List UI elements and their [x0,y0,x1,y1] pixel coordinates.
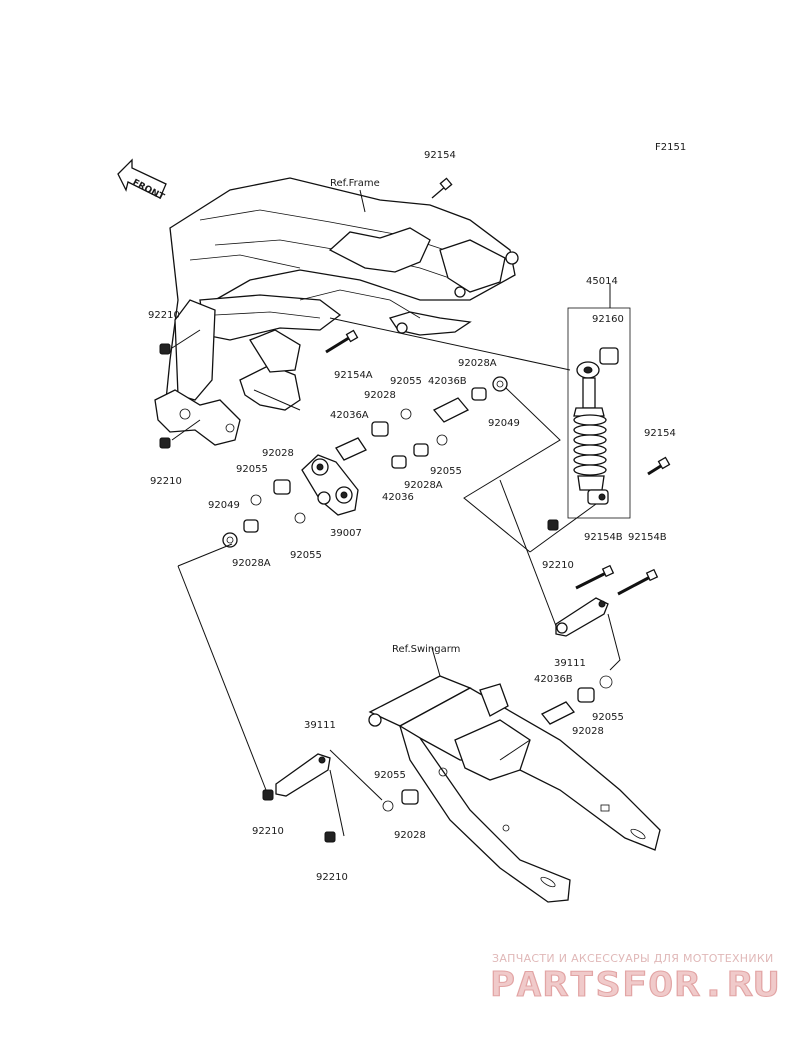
collar-92028-lower [401,789,419,805]
label-92210-d: 92210 [252,826,284,837]
seal-92049-top [492,376,508,392]
label-45014: 45014 [586,276,618,287]
sleeve-42036 [391,455,407,469]
nut-92210-e [324,831,336,843]
label-92154b-a: 92154B [584,532,623,543]
linkage-39007 [301,454,359,516]
label-92055-c: 92055 [430,466,462,477]
bolt-92154b-right [617,568,659,596]
label-92055-e: 92055 [592,712,624,723]
label-92210-a: 92210 [148,310,180,321]
seal-92055-mid [400,408,412,420]
label-92028a-c: 92028A [232,558,271,569]
collar-92028a-low [243,519,259,533]
label-92028-a: 92028 [364,390,396,401]
collar-92028-right [577,687,595,703]
seal-92055-low [294,512,306,524]
label-39111-b: 39111 [304,720,336,731]
label-92210-b: 92210 [150,476,182,487]
collar-92028a-mid [413,443,429,457]
ref-frame-label: Ref.Frame [330,178,380,189]
label-92154-right: 92154 [644,428,676,439]
label-92154-top: 92154 [424,150,456,161]
bolt-92154a [325,329,359,354]
label-42036b-b: 42036B [534,674,573,685]
label-92210-e: 92210 [316,872,348,883]
nut-92210-c [547,519,559,531]
bolt-92154-right [647,456,671,476]
label-92160: 92160 [592,314,624,325]
label-92055-f: 92055 [374,770,406,781]
seal-92049-low [222,532,238,548]
seal-92055-left [250,494,262,506]
front-arrow-icon: FRONT [117,158,167,203]
seal-92055-right [436,434,448,446]
label-92055-b: 92055 [236,464,268,475]
rod-39111-right [555,597,609,637]
label-92055-a: 92055 [390,376,422,387]
collar-92028a-top [471,387,487,401]
sleeve-42036a [335,437,367,461]
label-92028-b: 92028 [262,448,294,459]
collar-92028-mid [371,421,389,437]
bolt-92154b-left [575,564,615,590]
shock-absorber [567,307,631,519]
nut-92210-a [159,343,171,355]
leader-lines [171,189,621,837]
label-92028a-a: 92028A [458,358,497,369]
label-92210-c: 92210 [542,560,574,571]
rod-39111-left [275,753,331,797]
nut-92210-d [262,789,274,801]
label-92028-c: 92028 [572,726,604,737]
label-92154a: 92154A [334,370,373,381]
sleeve-42036b-low [540,701,576,725]
label-92028-d: 92028 [394,830,426,841]
sleeve-42036b-top [432,397,470,423]
label-92049-a: 92049 [488,418,520,429]
seal-92055-swing [599,675,613,689]
label-42036a: 42036A [330,410,369,421]
diagram-code: F2151 [655,142,686,153]
frame-drawing [154,177,519,446]
label-92028a-b: 92028A [404,480,443,491]
label-92049-b: 92049 [208,500,240,511]
watermark-brand: PARTSFOR.RU [490,965,780,1005]
label-92055-d: 92055 [290,550,322,561]
label-42036: 42036 [382,492,414,503]
bolt-92154-top [431,177,453,199]
label-42036b-a: 42036B [428,376,467,387]
label-39111-a: 39111 [554,658,586,669]
label-39007: 39007 [330,528,362,539]
seal-92055-lower [382,800,394,812]
watermark-tagline: ЗАПЧАСТИ И АКСЕССУАРЫ ДЛЯ МОТОТЕХНИКИ [492,952,774,965]
label-92154b-b: 92154B [628,532,667,543]
ref-swingarm-label: Ref.Swingarm [392,644,460,655]
collar-92028-left [273,479,291,495]
nut-92210-b [159,437,171,449]
swingarm-drawing [368,675,661,903]
